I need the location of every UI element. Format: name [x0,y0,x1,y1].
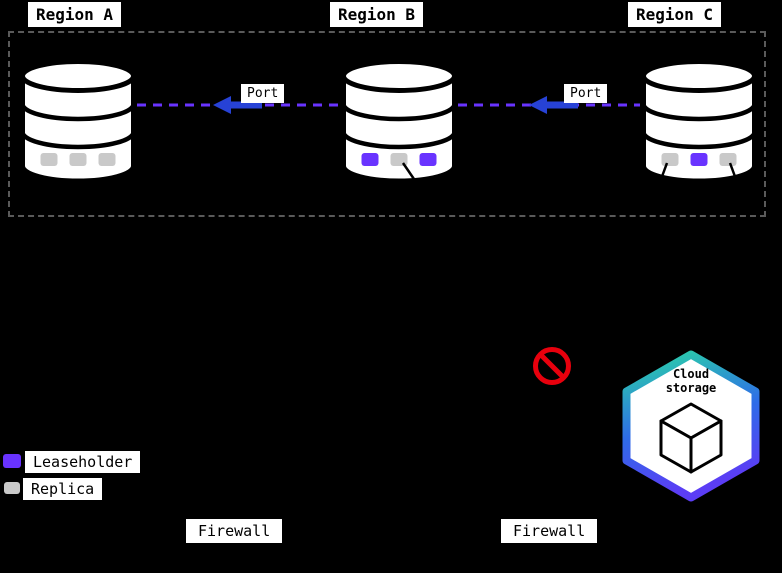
prohibited-icon [533,347,571,385]
replication-link-a-b [137,96,340,114]
replica-swatch-icon [4,482,20,494]
prohibited-circle [533,347,571,385]
region-c-label: Region C [628,2,722,27]
database-icon-region-c [641,59,757,184]
leaseholder-slot [361,153,379,166]
replica-slot [40,153,58,166]
port-arrow-icon [213,96,262,114]
cloud-storage-label-line2: storage [666,381,717,395]
cloud-storage-label-line1: Cloud [673,367,709,381]
replica-slot [719,153,737,166]
leaseholder-swatch [3,454,21,468]
leaseholder-slot [419,153,437,166]
cube-icon [659,402,723,474]
port-label-b-c: Port [564,84,608,103]
cloud-storage-icon: Cloud storage [622,350,760,502]
callout-line [728,162,739,183]
database-icon-region-b [341,59,457,184]
replica-slot [661,153,679,166]
callout-line [658,162,669,183]
replica-slot [98,153,116,166]
firewall-label-left: Firewall [186,519,283,543]
database-icon-region-a [20,59,136,184]
replica-slot [390,153,408,166]
legend-replica-label: Replica [23,478,103,500]
leaseholder-slot [690,153,708,166]
port-arrow-icon [529,96,578,114]
region-b-label: Region B [330,2,424,27]
port-label-a-b: Port [241,84,285,103]
replica-slot [69,153,87,166]
callout-line [401,162,418,183]
prohibited-slash [538,352,566,380]
leaseholder-swatch-icon [3,454,21,468]
replica-swatch [4,482,20,494]
regions-boundary-box [8,31,766,217]
firewall-label-right: Firewall [501,519,598,543]
legend-leaseholder-label: Leaseholder [25,451,141,473]
replication-link-b-c [458,96,640,114]
region-a-label: Region A [28,2,122,27]
